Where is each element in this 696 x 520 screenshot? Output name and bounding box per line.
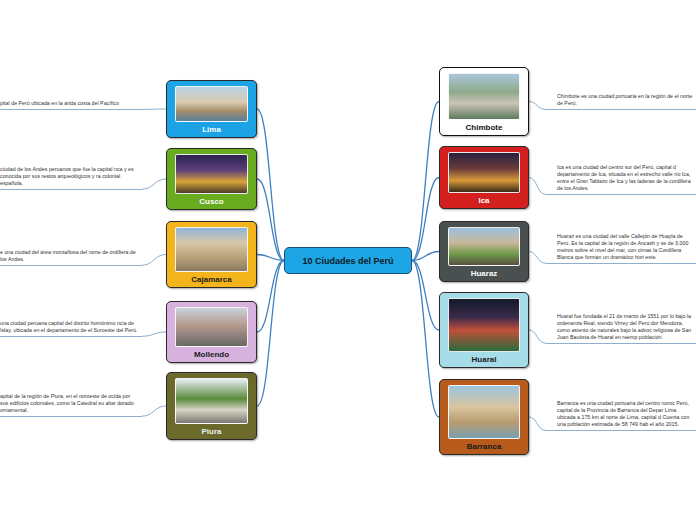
description-topic: e una ciudad del área montañosa del nort… xyxy=(0,249,142,266)
city-photo xyxy=(175,307,248,347)
description-topic: Barranca es una ciudad portuaria del cen… xyxy=(545,400,696,431)
description-text: una ciudad peruana capital del distrito … xyxy=(0,320,138,334)
branch-line xyxy=(142,109,166,110)
city-label: Barranca xyxy=(440,442,528,451)
city-photo xyxy=(448,227,520,266)
description-text: Huaraz es una ciudad del valle Callejón … xyxy=(557,233,696,261)
city-label: Huaral xyxy=(440,355,528,364)
city-photo xyxy=(175,378,248,424)
description-text: Huaral fue fundada el 21 de marzo de 155… xyxy=(557,313,696,341)
city-photo xyxy=(448,73,520,120)
description-text: pital de Perú ubicada en la árida costa … xyxy=(0,100,138,107)
city-label: Ica xyxy=(440,196,528,205)
description-topic: pital de Perú ubicada en la árida costa … xyxy=(0,100,142,110)
city-photo xyxy=(448,152,520,193)
branch-line xyxy=(529,252,545,264)
branch-line xyxy=(257,179,284,261)
branch-line xyxy=(142,179,166,189)
city-topic: Lima xyxy=(166,80,257,138)
branch-line xyxy=(412,261,439,331)
branch-line xyxy=(257,261,284,407)
city-topic: Chimbote xyxy=(439,67,529,136)
description-topic: Huaral fue fundada el 21 de marzo de 155… xyxy=(545,313,696,344)
branch-line xyxy=(412,102,439,261)
description-text: apital de la región de Piura, en el noro… xyxy=(0,393,138,414)
city-label: Mollendo xyxy=(167,350,256,359)
city-photo xyxy=(175,154,248,194)
branch-line xyxy=(142,406,166,416)
city-topic: Barranca xyxy=(439,379,529,455)
description-text: Barranca es una ciudad portuaria del cen… xyxy=(557,400,696,428)
branch-line xyxy=(412,178,439,261)
city-label: Cusco xyxy=(167,197,256,206)
branch-line xyxy=(529,178,545,195)
description-topic: una ciudad peruana capital del distrito … xyxy=(0,320,142,337)
city-photo xyxy=(448,298,520,352)
description-topic: Huaraz es una ciudad del valle Callejón … xyxy=(545,233,696,264)
city-photo xyxy=(448,385,520,439)
city-topic: Piura xyxy=(166,372,257,440)
city-photo xyxy=(175,227,248,272)
branch-line xyxy=(257,109,284,261)
branch-line xyxy=(257,255,284,261)
branch-line xyxy=(142,255,166,266)
branch-line xyxy=(529,330,545,343)
central-topic: 10 Ciudades del Perú xyxy=(284,247,412,274)
description-topic: ciudad de los Andes peruanos que fue la … xyxy=(0,166,142,190)
description-text: Ica es una ciudad del centro sur del Per… xyxy=(557,164,696,192)
city-label: Huaraz xyxy=(440,269,528,278)
city-label: Chimbote xyxy=(440,123,528,132)
description-topic: apital de la región de Piura, en el noro… xyxy=(0,393,142,417)
branch-line xyxy=(412,261,439,418)
city-photo xyxy=(175,86,248,122)
branch-line xyxy=(412,252,439,261)
description-topic: Ica es una ciudad del centro sur del Per… xyxy=(545,164,696,195)
description-text: ciudad de los Andes peruanos que fue la … xyxy=(0,166,138,187)
branch-line xyxy=(529,102,545,110)
city-topic: Huaraz xyxy=(439,221,529,282)
city-label: Lima xyxy=(167,125,256,134)
city-topic: Cusco xyxy=(166,148,257,210)
branch-line xyxy=(142,332,166,336)
central-label: 10 Ciudades del Perú xyxy=(302,256,393,266)
description-topic: Chimbote es una ciudad portuaria en la r… xyxy=(545,93,696,110)
description-text: Chimbote es una ciudad portuaria en la r… xyxy=(557,93,696,107)
description-text: e una ciudad del área montañosa del nort… xyxy=(0,249,138,263)
branch-line xyxy=(529,417,545,430)
city-topic: Huaral xyxy=(439,292,529,368)
branch-line xyxy=(257,261,284,333)
city-topic: Mollendo xyxy=(166,301,257,363)
city-topic: Ica xyxy=(439,146,529,209)
city-topic: Cajamarca xyxy=(166,221,257,288)
city-label: Piura xyxy=(167,427,256,436)
city-label: Cajamarca xyxy=(167,275,256,284)
